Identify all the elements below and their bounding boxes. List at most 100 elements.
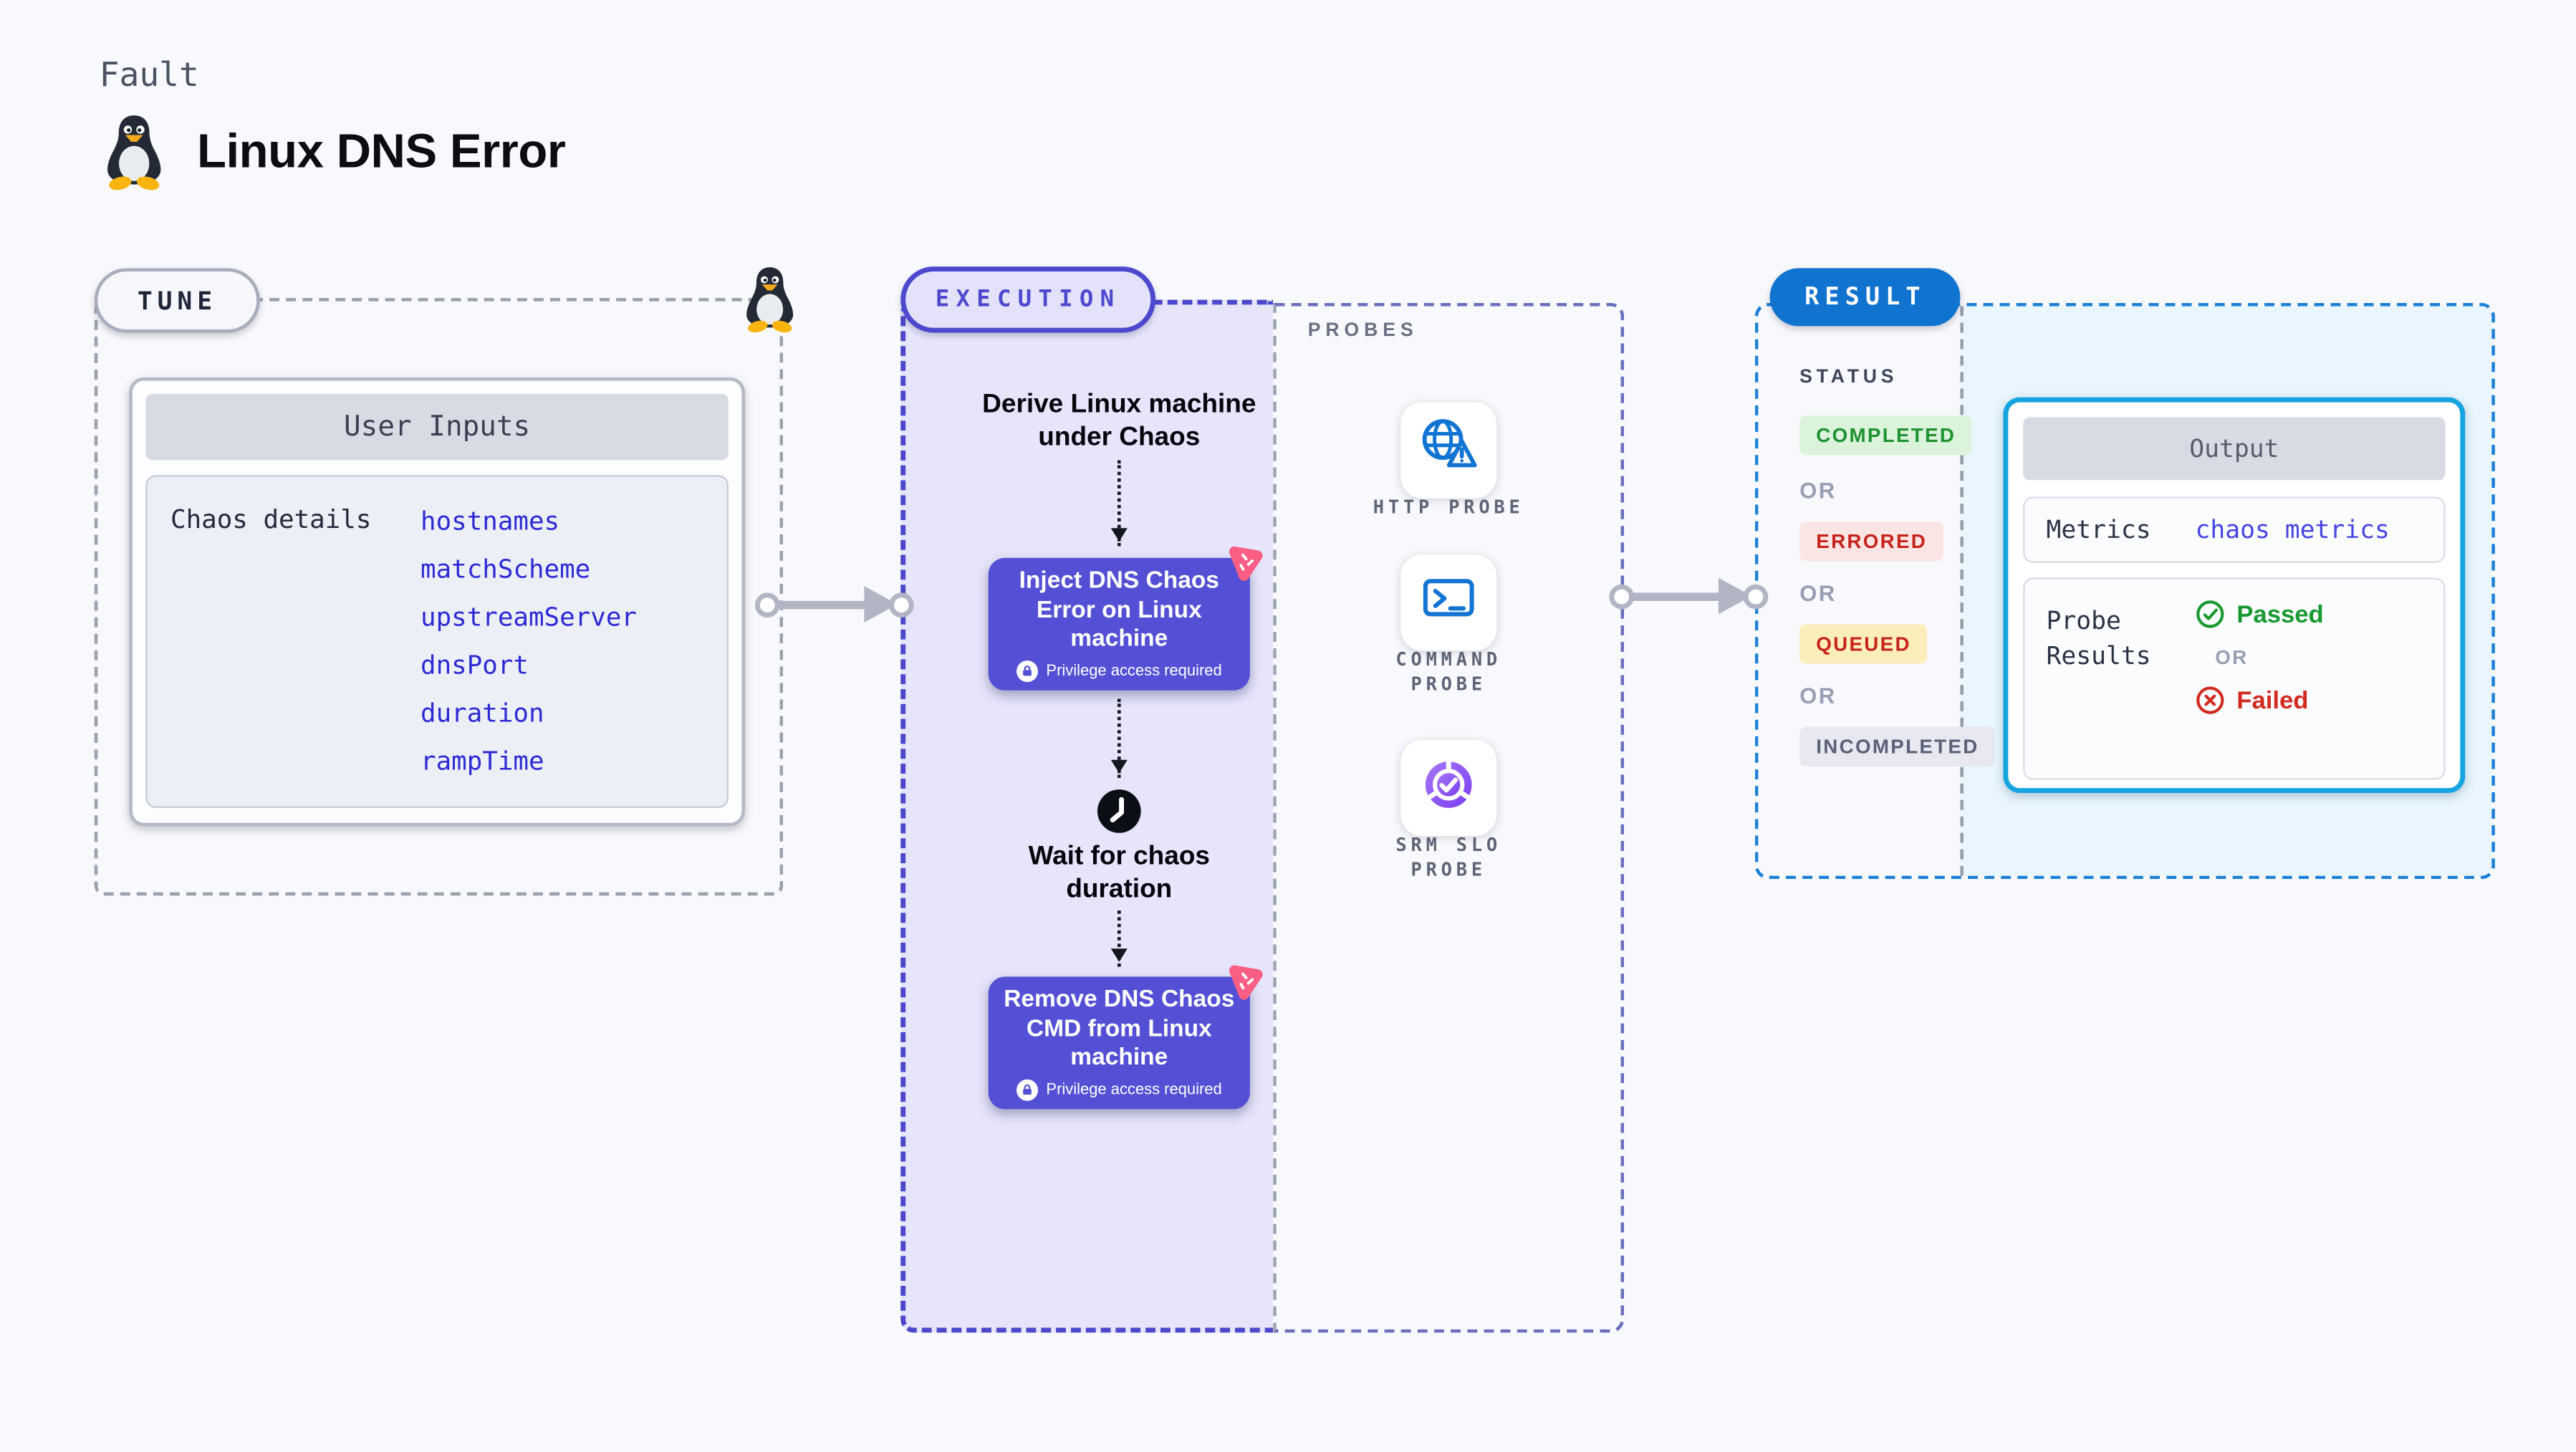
http-probe-label: HTTP PROBE <box>1332 496 1565 521</box>
probe-results-label: Probe Results <box>2047 605 2151 674</box>
lock-icon <box>1016 1078 1038 1100</box>
remove-line-2: CMD from Linux <box>1026 1015 1212 1042</box>
inject-dns-chaos-node: Inject DNS Chaos Error on Linux machine … <box>988 546 1263 691</box>
remove-line-3: machine <box>1070 1044 1168 1072</box>
remove-node-label: Remove DNS Chaos CMD from Linux machine <box>989 986 1250 1073</box>
arrow-shaft <box>1629 592 1724 600</box>
user-input-list: hostnames matchScheme upstreamServer dns… <box>420 499 637 787</box>
execution-to-result-arrow <box>1609 577 1769 615</box>
probe-label-line: HTTP PROBE <box>1373 496 1524 519</box>
globe-warning-icon <box>1416 413 1481 488</box>
wait-line-2: duration <box>1066 875 1173 903</box>
metrics-row: Metrics chaos metrics <box>2023 496 2446 563</box>
tune-section-label: TUNE <box>94 268 261 333</box>
srm-slo-probe-card <box>1400 740 1497 837</box>
privilege-label: Privilege access required <box>1046 661 1222 680</box>
probe-label-line: PROBE <box>1410 858 1486 880</box>
probes-section-label: PROBES <box>1307 321 1418 342</box>
command-probe-label: COMMAND PROBE <box>1332 649 1565 697</box>
input-link-dnsport[interactable]: dnsPort <box>420 650 529 681</box>
derive-line-1: Derive Linux machine <box>982 390 1256 419</box>
connector-dot <box>1609 583 1635 609</box>
probe-results-line-2: Results <box>2046 640 2151 670</box>
metrics-label: Metrics <box>2046 514 2151 545</box>
status-badge-completed: COMPLETED <box>1799 415 1973 456</box>
privilege-label: Privilege access required <box>1046 1080 1222 1099</box>
user-inputs-title: User Inputs <box>145 394 729 461</box>
clock-icon <box>1095 787 1144 836</box>
lock-icon <box>1016 659 1038 682</box>
probe-results-row: Probe Results Passed OR Fai <box>2023 577 2446 780</box>
probe-results-line-1: Probe <box>2046 605 2121 636</box>
passed-label: Passed <box>2236 600 2324 629</box>
status-heading: STATUS <box>1799 367 1898 388</box>
inject-node-label: Inject DNS Chaos Error on Linux machine <box>989 568 1250 655</box>
user-inputs-card: User Inputs Chaos details hostnames matc… <box>129 377 745 827</box>
probe-label-line: COMMAND <box>1395 648 1501 670</box>
fault-kicker: Fault <box>99 54 199 95</box>
flow-down-arrow-icon <box>1110 698 1128 779</box>
x-circle-icon <box>2196 686 2224 714</box>
execution-section <box>900 299 1274 1333</box>
input-link-ramptime[interactable]: rampTime <box>420 746 544 777</box>
or-label: OR <box>2215 645 2249 669</box>
or-label: OR <box>1799 478 1837 504</box>
status-output-divider <box>1960 306 1964 876</box>
input-link-upstreamserver[interactable]: upstreamServer <box>420 602 637 633</box>
failed-row: Failed <box>2196 686 2324 716</box>
status-badge-errored: ERRORED <box>1799 521 1944 562</box>
slo-pie-check-icon <box>1416 751 1481 825</box>
chaos-fault-icon <box>1219 954 1273 1009</box>
or-label: OR <box>1799 581 1837 606</box>
input-link-duration[interactable]: duration <box>420 698 544 729</box>
result-section-label: RESULT <box>1769 268 1961 327</box>
connector-dot <box>754 592 780 617</box>
privilege-row: Privilege access required <box>989 1078 1250 1100</box>
flow-down-arrow-icon <box>1110 460 1128 547</box>
command-probe-card <box>1400 554 1497 651</box>
or-label: OR <box>1799 683 1837 709</box>
output-card-title: Output <box>2023 417 2446 481</box>
status-badge-queued: QUEUED <box>1799 624 1928 664</box>
derive-step-label: Derive Linux machine under Chaos <box>953 389 1284 453</box>
status-badge-incompleted: INCOMPLETED <box>1799 726 1996 767</box>
http-probe-card <box>1400 402 1497 499</box>
probe-results-values: Passed OR Failed <box>2196 600 2324 716</box>
derive-line-2: under Chaos <box>1038 423 1201 451</box>
tune-tux-icon <box>740 265 799 333</box>
inject-line-2: Error on Linux <box>1036 597 1202 624</box>
passed-row: Passed <box>2196 600 2324 630</box>
execution-section-label: EXECUTION <box>900 266 1155 333</box>
execution-flow: Derive Linux machine under Chaos Inject … <box>953 299 1284 1332</box>
terminal-icon <box>1416 565 1481 640</box>
arrow-shaft <box>774 600 870 609</box>
output-card: Output Metrics chaos metrics Probe Resul… <box>2003 397 2466 794</box>
remove-dns-chaos-node: Remove DNS Chaos CMD from Linux machine … <box>988 965 1263 1110</box>
remove-line-1: Remove DNS Chaos <box>1004 986 1235 1014</box>
inject-line-3: machine <box>1070 625 1168 653</box>
tune-section <box>94 297 784 896</box>
tune-to-execution-arrow <box>754 586 914 622</box>
input-link-matchscheme[interactable]: matchScheme <box>420 554 591 585</box>
chaos-metrics-link[interactable]: chaos metrics <box>2195 514 2390 545</box>
chaos-details-panel: Chaos details hostnames matchScheme upst… <box>145 475 729 808</box>
privilege-row: Privilege access required <box>989 659 1250 682</box>
inject-line-1: Inject DNS Chaos <box>1019 567 1219 595</box>
chaos-details-label: Chaos details <box>170 504 372 535</box>
probe-label-line: PROBE <box>1410 673 1486 695</box>
page-title: Linux DNS Error <box>197 125 566 179</box>
input-link-hostnames[interactable]: hostnames <box>420 506 560 537</box>
check-circle-icon <box>2196 600 2224 628</box>
linux-tux-icon <box>102 112 165 191</box>
connector-dot <box>889 592 914 617</box>
wait-line-1: Wait for chaos <box>1028 842 1210 871</box>
wait-step-label: Wait for chaos duration <box>953 841 1284 905</box>
probe-label-line: SRM SLO <box>1395 834 1501 856</box>
chaos-fault-icon <box>1219 535 1273 590</box>
connector-dot <box>1743 583 1769 609</box>
srm-slo-probe-label: SRM SLO PROBE <box>1332 835 1565 883</box>
flow-down-arrow-icon <box>1110 910 1128 967</box>
failed-label: Failed <box>2236 686 2309 715</box>
